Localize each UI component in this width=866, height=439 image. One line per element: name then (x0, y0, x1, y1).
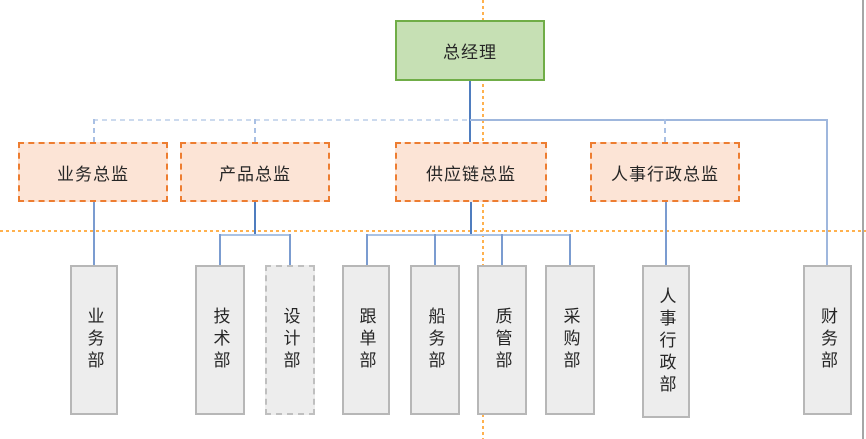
node-general-manager[interactable]: 总经理 (395, 20, 545, 81)
node-qc-dept-label: 质管部 (492, 307, 512, 373)
node-business-director-label: 业务总监 (57, 164, 129, 184)
node-shipping-dept[interactable]: 船务部 (410, 265, 460, 415)
node-design-dept[interactable]: 设计部 (265, 265, 315, 415)
connector-drop-finance-dept (826, 119, 828, 265)
connector-drop-product-director (254, 119, 256, 142)
connector-business-director-to-dept (93, 202, 95, 265)
connector-supply-director-drop (470, 202, 472, 234)
node-business-director[interactable]: 业务总监 (18, 142, 168, 202)
node-supply-chain-director[interactable]: 供应链总监 (395, 142, 547, 202)
connector-drop-design-dept (289, 234, 291, 265)
node-purchasing-dept-label: 采购部 (560, 307, 580, 373)
connector-drop-tech-dept (219, 234, 221, 265)
connector-rail-right (470, 119, 828, 121)
connector-drop-purchasing-dept (569, 234, 571, 265)
node-hr-admin-dept[interactable]: 人事行政部 (642, 265, 690, 418)
node-qc-dept[interactable]: 质管部 (477, 265, 527, 415)
node-finance-dept[interactable]: 财务部 (803, 265, 852, 415)
node-hr-admin-director-label: 人事行政总监 (611, 164, 719, 184)
node-hr-admin-dept-label: 人事行政部 (656, 286, 676, 397)
node-product-director[interactable]: 产品总监 (180, 142, 330, 202)
node-tech-dept[interactable]: 技术部 (195, 265, 245, 415)
node-tech-dept-label: 技术部 (210, 307, 230, 373)
node-business-dept[interactable]: 业务部 (70, 265, 118, 415)
connector-drop-hr-director (664, 119, 666, 142)
node-purchasing-dept[interactable]: 采购部 (545, 265, 595, 415)
connector-drop-business-director (93, 119, 95, 142)
alignment-guide-horizontal[interactable] (0, 230, 866, 232)
node-merchandising-dept[interactable]: 跟单部 (342, 265, 390, 415)
node-merchandising-dept-label: 跟单部 (356, 307, 376, 373)
node-finance-dept-label: 财务部 (818, 307, 837, 373)
connector-product-branch-rail (219, 234, 291, 236)
connector-drop-merchandising-dept (366, 234, 368, 265)
node-product-director-label: 产品总监 (219, 164, 291, 184)
node-shipping-dept-label: 船务部 (425, 307, 445, 373)
connector-root-drop (469, 81, 471, 142)
node-design-dept-label: 设计部 (280, 307, 300, 373)
node-general-manager-label: 总经理 (443, 43, 497, 62)
alignment-guide-vertical[interactable] (482, 0, 484, 439)
connector-drop-qc-dept (501, 234, 503, 265)
page-boundary-line (862, 0, 864, 439)
connector-supply-branch-rail (366, 234, 571, 236)
node-business-dept-label: 业务部 (84, 307, 104, 373)
connector-product-director-drop (254, 202, 256, 234)
connector-rail-left (93, 119, 470, 121)
connector-drop-shipping-dept (434, 234, 436, 265)
node-supply-chain-director-label: 供应链总监 (426, 164, 516, 184)
connector-hr-director-to-dept (665, 202, 667, 265)
node-hr-admin-director[interactable]: 人事行政总监 (590, 142, 740, 202)
